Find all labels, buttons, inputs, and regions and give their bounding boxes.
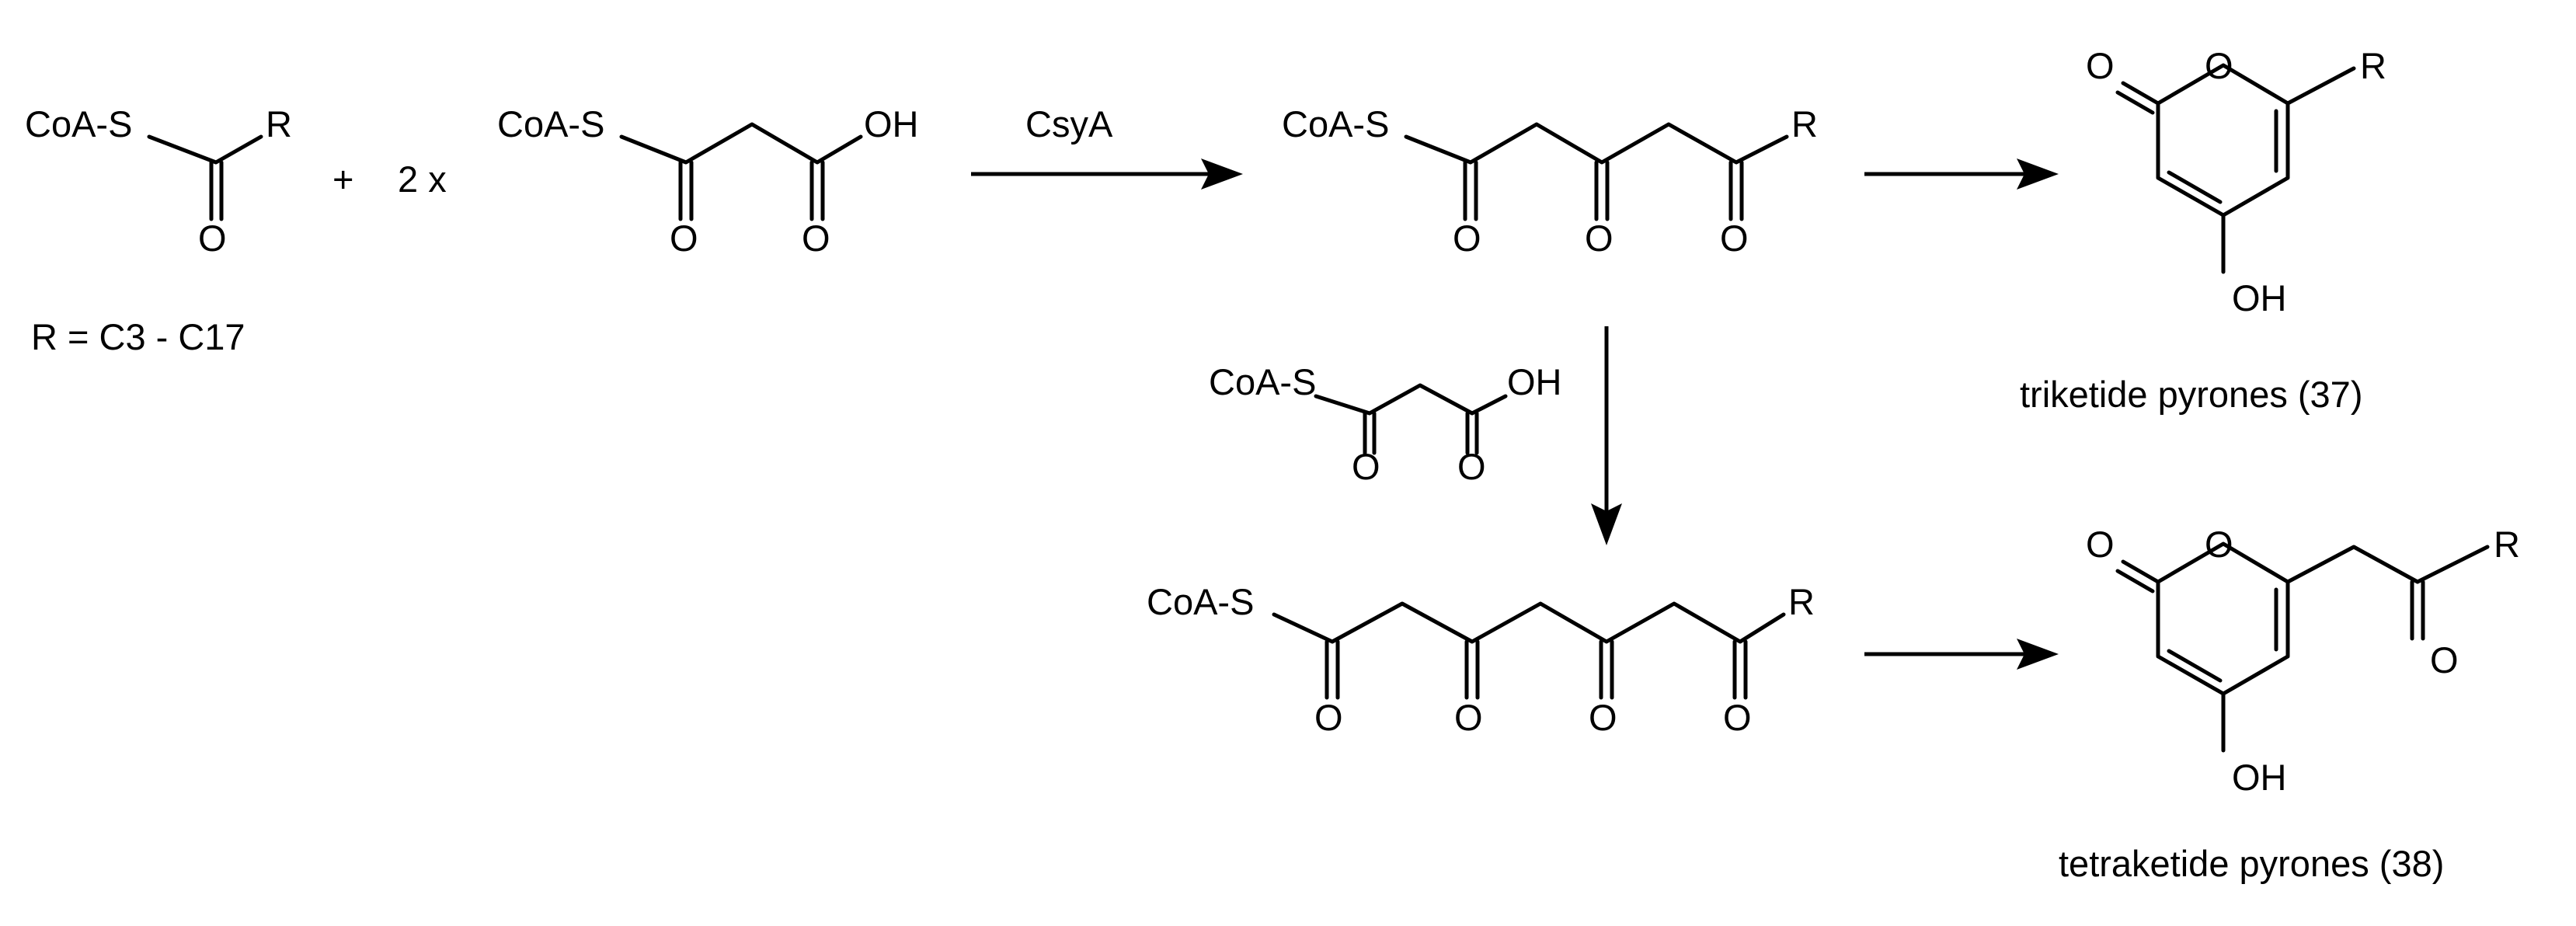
coa-s-label: CoA-S	[1209, 361, 1316, 402]
hydroxyl-label: OH	[1507, 361, 1562, 402]
hydroxyl-label: OH	[864, 103, 919, 144]
tetraketide-caption: tetraketide pyrones (38)	[2059, 843, 2444, 884]
coa-s-label: CoA-S	[1282, 103, 1389, 144]
cyclization-arrow-bottom	[1864, 639, 2059, 670]
oxygen-label: O	[670, 218, 698, 259]
side-chain-bond	[2285, 545, 2490, 584]
pyrone-ring	[2156, 541, 2290, 696]
stoichiometry: 2 x	[398, 158, 447, 200]
double-bond	[2167, 649, 2223, 683]
arrowhead	[2017, 639, 2059, 670]
r-group-label: R	[2494, 524, 2520, 565]
malonyl-coa-extender: CoA-S OH O O	[1209, 361, 1562, 487]
substituent-bond	[2285, 66, 2356, 106]
chain-bond	[619, 122, 863, 165]
double-bond	[2167, 170, 2223, 204]
oxygen-label: O	[2086, 524, 2115, 565]
chain-bond	[1272, 601, 1786, 644]
coa-s-label: CoA-S	[1147, 581, 1254, 622]
oxygen-label: O	[1589, 697, 1617, 738]
enzyme-label: CsyA	[1025, 103, 1113, 144]
bond	[147, 134, 263, 165]
chain-bond	[1314, 383, 1508, 416]
carbonyl-bond	[2115, 90, 2155, 115]
hydroxyl-label: OH	[2232, 757, 2287, 798]
cyclization-arrow-top	[1864, 158, 2059, 190]
arrowhead	[1201, 158, 1243, 190]
tetraketide-intermediate: CoA-S R O O O O	[1147, 581, 1815, 738]
triketide-pyrone: O O R OH	[2086, 45, 2386, 319]
carbonyl-bond	[2115, 569, 2155, 594]
pyrone-ring	[2156, 63, 2290, 218]
oxygen-label: O	[2430, 639, 2459, 681]
r-group-label: R	[1791, 103, 1818, 144]
oxygen-label: O	[1585, 218, 1613, 259]
carbonyl-bond	[2121, 559, 2160, 584]
tetraketide-pyrone: O O R O OH	[2086, 524, 2520, 798]
hydroxyl-label: OH	[2232, 277, 2287, 319]
acyl-coa-starter: CoA-S R O	[25, 103, 292, 259]
arrowhead	[2017, 158, 2059, 190]
oxygen-label: O	[1453, 218, 1481, 259]
r-group-label: R	[266, 103, 292, 144]
r-group-label: R	[2360, 45, 2386, 86]
plus-sign: +	[332, 158, 353, 200]
chain-bond	[1404, 122, 1789, 165]
triketide-caption: triketide pyrones (37)	[2020, 374, 2362, 415]
arrowhead	[1591, 503, 1622, 545]
oxygen-label: O	[1457, 446, 1486, 487]
elongation-arrow	[1591, 326, 1622, 545]
coa-s-label: CoA-S	[497, 103, 604, 144]
oxygen-label: O	[802, 218, 830, 259]
oxygen-label: O	[2086, 45, 2115, 86]
oxygen-label: O	[1720, 218, 1749, 259]
r-group-label: R	[1788, 581, 1815, 622]
oxygen-label: O	[1454, 697, 1483, 738]
oxygen-label: O	[1314, 697, 1343, 738]
oxygen-label: O	[1723, 697, 1752, 738]
r-definition: R = C3 - C17	[31, 316, 245, 357]
triketide-intermediate: CoA-S R O O O	[1282, 103, 1818, 259]
carbonyl-bond	[2121, 81, 2160, 106]
oxygen-label: O	[198, 218, 227, 259]
csya-arrow: CsyA	[971, 103, 1243, 190]
coa-s-label: CoA-S	[25, 103, 132, 144]
malonyl-coa: CoA-S OH O O	[497, 103, 919, 259]
